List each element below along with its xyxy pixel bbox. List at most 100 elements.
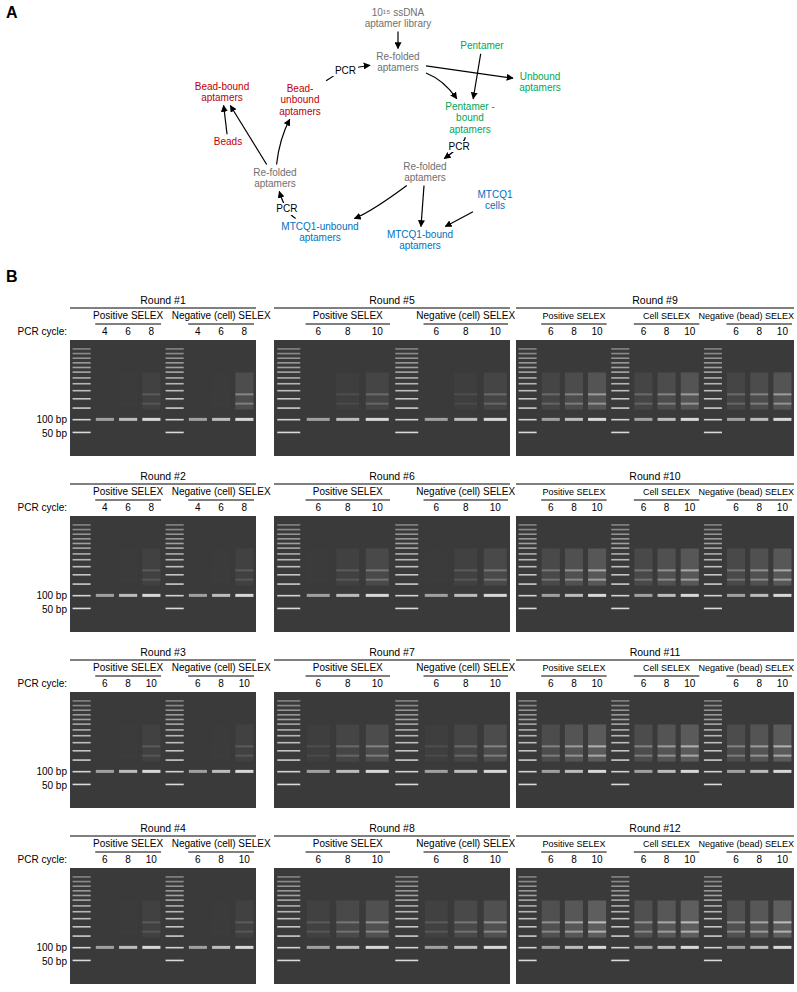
- gel-image: [274, 340, 510, 456]
- gel-image: [274, 692, 510, 808]
- group-heading: Negative (cell) SELEX: [416, 310, 515, 322]
- lane-number: 6: [195, 854, 201, 866]
- cycle-arrow: [230, 106, 266, 165]
- lane-number: 10: [592, 326, 603, 338]
- lane-number: 6: [102, 678, 108, 690]
- group-heading: Positive SELEX: [542, 311, 605, 321]
- bracket-line: [424, 500, 509, 501]
- lane-number: 8: [756, 502, 762, 514]
- step-text: Unbound aptamers: [515, 71, 565, 94]
- lane-number: 8: [463, 502, 469, 514]
- lane-number: 8: [345, 678, 351, 690]
- lane-number: 6: [548, 854, 554, 866]
- group-heading: Positive SELEX: [313, 486, 383, 498]
- lane-number: 6: [548, 678, 554, 690]
- round-title: Round #4: [140, 822, 186, 834]
- bracket-line: [541, 324, 607, 325]
- lane-number: 10: [239, 678, 250, 690]
- bracket-line: [188, 676, 254, 677]
- group-heading: Negative (cell) SELEX: [172, 838, 271, 850]
- bracket-line: [188, 500, 254, 501]
- bracket-line: [274, 660, 510, 661]
- cycle-step: Re-folded aptamers: [399, 161, 451, 184]
- lane-number: 6: [733, 678, 739, 690]
- lane-number: 6: [548, 502, 554, 514]
- lane-number: 6: [733, 854, 739, 866]
- lane-number: 4: [195, 502, 201, 514]
- step-text: Re-folded aptamers: [399, 161, 451, 184]
- bracket-line: [306, 324, 391, 325]
- lane-number: 6: [102, 854, 108, 866]
- lane-number: 8: [756, 854, 762, 866]
- lane-number: 10: [777, 854, 788, 866]
- round-title: Round #1: [140, 294, 186, 306]
- lane-number: 10: [684, 678, 695, 690]
- panel-letter: B: [6, 268, 18, 286]
- group-heading: Negative (cell) SELEX: [416, 662, 515, 674]
- lane-number: 6: [433, 326, 439, 338]
- lane-number: 10: [372, 502, 383, 514]
- lane-number: 10: [684, 502, 695, 514]
- gel-image: [274, 868, 510, 984]
- cycle-arrow: [445, 212, 473, 227]
- lane-number: 6: [218, 502, 224, 514]
- lane-number: 6: [315, 678, 321, 690]
- bracket-line: [95, 500, 161, 501]
- cycle-arrow: [397, 32, 398, 49]
- group-heading: Negative (bead) SELEX: [698, 663, 794, 673]
- cycle-step: MTCQ1-bound aptamers: [385, 229, 455, 252]
- group-heading: Negative (bead) SELEX: [698, 839, 794, 849]
- lane-number: 6: [315, 854, 321, 866]
- lane-number: 10: [372, 326, 383, 338]
- lane-number: 6: [733, 326, 739, 338]
- axis-label: PCR cycle:: [18, 678, 67, 690]
- lane-number: 8: [345, 502, 351, 514]
- round-title: Round #7: [369, 646, 415, 658]
- cycle-step: Bead-unbound aptamers: [275, 83, 325, 118]
- panel-letter: A: [6, 4, 18, 22]
- bracket-line: [727, 324, 793, 325]
- group-heading: Positive SELEX: [313, 310, 383, 322]
- group-heading: Negative (cell) SELEX: [416, 486, 515, 498]
- lane-number: 8: [571, 502, 577, 514]
- edge-label: PCR: [333, 65, 358, 77]
- lane-number: 10: [592, 678, 603, 690]
- round-title: Round #3: [140, 646, 186, 658]
- bracket-line: [634, 852, 700, 853]
- lane-number: 10: [146, 678, 157, 690]
- gel-image: [70, 516, 256, 632]
- group-heading: Negative (cell) SELEX: [416, 838, 515, 850]
- group-heading: Positive SELEX: [313, 662, 383, 674]
- lane-number: 4: [195, 326, 201, 338]
- cycle-arrow: [473, 54, 481, 99]
- group-heading: Positive SELEX: [542, 663, 605, 673]
- cycle-step: Re-folded aptamers: [372, 51, 424, 74]
- bracket-line: [541, 500, 607, 501]
- lane-number: 8: [463, 854, 469, 866]
- lane-number: 8: [125, 854, 131, 866]
- size-marker: 100 bp: [36, 942, 67, 954]
- lane-number: 8: [242, 502, 248, 514]
- lane-number: 6: [641, 326, 647, 338]
- lane-number: 6: [641, 502, 647, 514]
- bracket-line: [634, 500, 700, 501]
- bracket-line: [188, 852, 254, 853]
- lane-number: 10: [490, 678, 501, 690]
- gel-image: [516, 868, 794, 984]
- lane-number: 10: [684, 854, 695, 866]
- lane-number: 6: [195, 678, 201, 690]
- bracket-line: [70, 308, 256, 309]
- cycle-step: Bead-bound aptamers: [193, 81, 251, 104]
- bracket-line: [727, 500, 793, 501]
- lane-number: 10: [684, 326, 695, 338]
- step-text: Bead-bound aptamers: [193, 81, 251, 104]
- bracket-line: [634, 676, 700, 677]
- group-heading: Positive SELEX: [93, 838, 163, 850]
- cycle-step: 10¹⁵ ssDNA aptamer library: [358, 7, 438, 30]
- group-heading: Negative (cell) SELEX: [172, 662, 271, 674]
- round-title: Round #10: [629, 470, 680, 482]
- bracket-line: [70, 660, 256, 661]
- size-marker: 50 bp: [42, 956, 67, 968]
- cycle-arrow: [426, 66, 513, 78]
- edge-label: PCR: [274, 203, 299, 215]
